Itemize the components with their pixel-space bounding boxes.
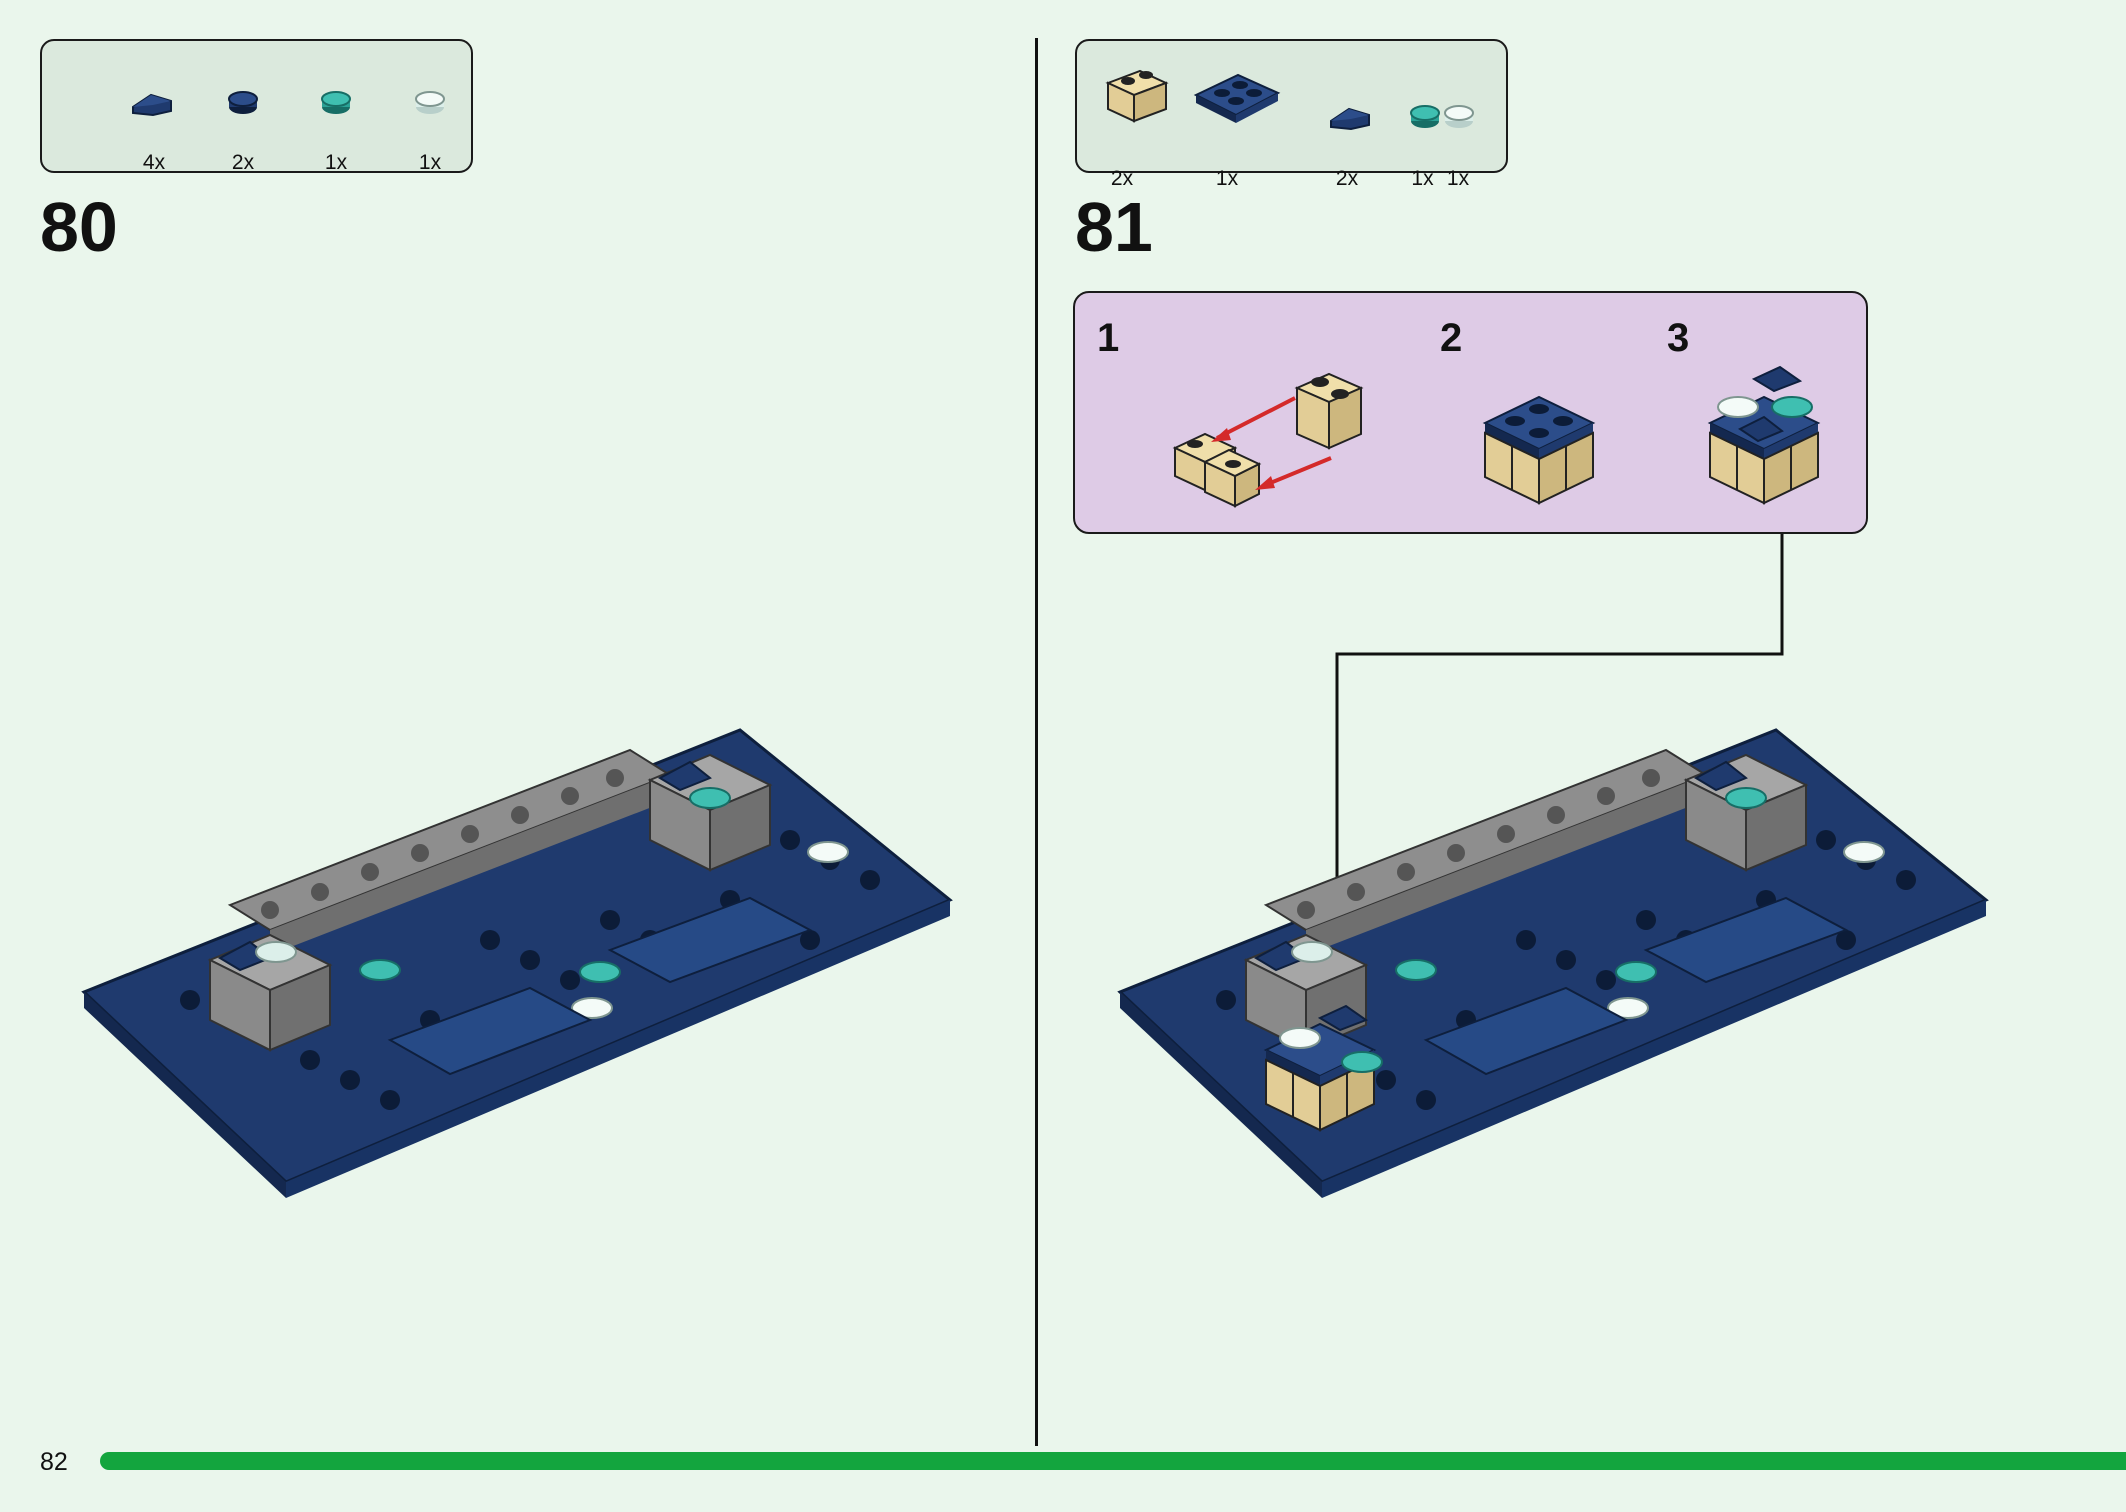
part-2: 1x: [1192, 63, 1282, 190]
navy-wedge-plate-icon: [1330, 107, 1370, 131]
navy-plate-2x2-icon: [1193, 73, 1281, 123]
substep-2-illustration: [1482, 395, 1596, 505]
substep-number-3: 3: [1667, 316, 1690, 360]
progress-bar: [100, 1452, 2126, 1470]
parts-callout-step-81: 2x 1x 2x 1x 1x: [1075, 39, 1508, 190]
part-4: 1x: [1380, 95, 1470, 190]
part-quantity: 1x: [418, 151, 442, 174]
part-1: 4x: [109, 81, 199, 174]
tan-brick-icon: [1105, 69, 1169, 123]
teal-round-tile-icon: [1410, 105, 1440, 128]
clear-round-tile-icon: [1444, 105, 1474, 128]
substep-callout: 1 2 3: [1073, 291, 1868, 534]
substep-3-illustration: [1707, 365, 1821, 505]
substep-1-illustration: [1172, 372, 1364, 508]
part-3: 1x: [291, 81, 381, 174]
page-divider: [1035, 38, 1038, 1446]
step-number-80: 80: [40, 188, 118, 266]
page-number: 82: [40, 1448, 68, 1476]
part-quantity: 1x: [1215, 167, 1239, 190]
substep-number-2: 2: [1440, 316, 1463, 360]
part-quantity: 2x: [1335, 167, 1359, 190]
part-quantity: 4x: [142, 151, 166, 174]
part-2: 2x: [198, 81, 288, 174]
navy-wedge-plate-icon: [132, 93, 172, 117]
part-quantity: 2x: [1110, 167, 1134, 190]
navy-round-plate-icon: [228, 91, 258, 114]
teal-round-tile-icon: [321, 91, 351, 114]
step-number-81: 81: [1075, 188, 1153, 266]
parts-callout-step-80: 4x 2x 1x 1x: [40, 39, 475, 174]
part-3: 2x: [1307, 95, 1397, 190]
part-1: 2x: [1092, 63, 1182, 190]
part-5: 1x: [1414, 95, 1504, 190]
clear-round-tile-icon: [415, 91, 445, 114]
substep-number-1: 1: [1097, 316, 1120, 360]
step-81-model-illustration: [1117, 728, 1989, 1198]
part-quantity: 2x: [231, 151, 255, 174]
part-4: 1x: [385, 81, 475, 174]
part-quantity: 1x: [1446, 167, 1470, 190]
part-quantity: 1x: [324, 151, 348, 174]
step-80-model-illustration: [81, 728, 953, 1198]
part-quantity: 1x: [1411, 167, 1434, 190]
